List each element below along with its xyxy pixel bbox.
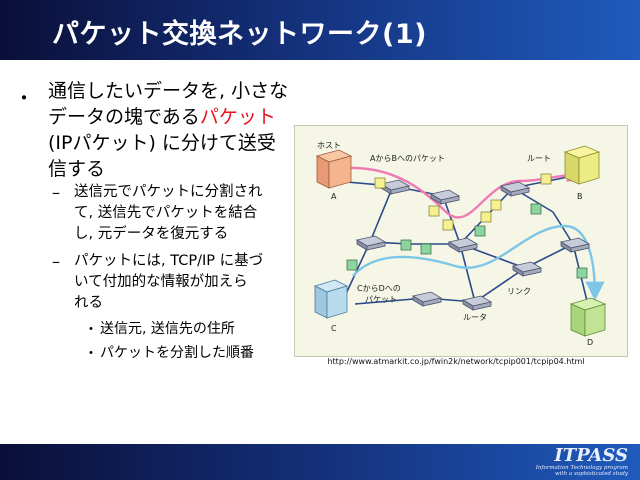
packet-icon <box>490 199 502 211</box>
packet-icon <box>346 259 358 271</box>
sub-item-2-line-1: パケットには, TCP/IP に基づ <box>74 253 264 269</box>
router-icon <box>461 295 493 311</box>
router-icon <box>499 181 531 197</box>
logo-sub-text-1: Information Technology program <box>535 465 628 471</box>
packet-icon <box>474 225 486 237</box>
routers <box>355 179 591 311</box>
c-to-d-label-2: パケット <box>365 295 397 304</box>
packets-a-to-b <box>374 173 552 231</box>
host-b-icon <box>563 145 601 185</box>
packets-c-to-d <box>346 203 588 279</box>
page-title: パケット交換ネットワーク(1) <box>52 19 427 50</box>
c-to-d-label-1: CからDへの <box>357 284 401 293</box>
title-bar: パケット交換ネットワーク(1) <box>0 0 640 60</box>
packet-icon <box>400 239 412 251</box>
sub-bullet-dash: – <box>52 252 60 271</box>
sub-bullet-dash: – <box>52 183 60 202</box>
host-label: ホスト <box>317 141 341 150</box>
source-url-caption: http://www.atmarkit.co.jp/fwin2k/network… <box>327 357 585 366</box>
network-diagram: ホスト AからBへのパケット ルート A B CからDへの パケット リンク ル… <box>294 125 628 357</box>
router-label: ルータ <box>463 313 487 322</box>
link-label: リンク <box>507 287 531 296</box>
itpass-logo: ITPASS Information Technology program wi… <box>535 445 628 478</box>
host-c-icon <box>313 279 349 319</box>
main-bullet-line-2: データの塊であるパケット <box>48 104 298 130</box>
packet-highlight: パケット <box>199 106 276 128</box>
router-icon <box>559 237 591 253</box>
router-icon <box>355 235 387 251</box>
packet-icon <box>540 173 552 185</box>
sub-item-1-line-2: て, 送信先でパケットを結合 <box>74 205 258 221</box>
router-icon <box>511 261 543 277</box>
node-a-label: A <box>331 192 337 201</box>
packet-icon <box>530 203 542 215</box>
node-d-label: D <box>587 338 594 347</box>
host-d-icon <box>569 297 607 337</box>
node-b-label: B <box>577 192 583 201</box>
main-bullet-line-2-text: データの塊である <box>48 106 200 128</box>
footer-bar: ITPASS Information Technology program wi… <box>0 444 640 480</box>
sub-item-2-line-2: いて付加的な情報が加えら <box>74 274 248 290</box>
packet-icon <box>480 211 492 223</box>
packet-icon <box>374 177 386 189</box>
network-diagram-svg <box>313 145 607 337</box>
sub-sub-bullet-dot: ・ <box>84 346 98 362</box>
sub-item-2-line-3: れる <box>74 295 103 311</box>
packet-icon <box>442 219 454 231</box>
route-label: ルート <box>527 154 551 163</box>
logo-sub-text-2: with a sophisticated study <box>554 471 628 477</box>
main-bullet-line-3: (IPパケット) に分けて送受 <box>48 132 276 154</box>
host-a-icon <box>315 149 353 189</box>
router-icon <box>429 189 461 205</box>
router-icon <box>411 291 443 307</box>
sub-item-1-line-1: 送信元でパケットに分割され <box>74 184 263 200</box>
sub-sub-item-2: パケットを分割した順番 <box>100 345 254 361</box>
main-bullet-text: 通信したいデータを, 小さな データの塊であるパケット (IPパケット) に分け… <box>48 78 298 182</box>
node-c-label: C <box>331 324 337 333</box>
packet-icon <box>420 243 432 255</box>
packet-icon <box>428 205 440 217</box>
sub-item-1-line-3: し, 元データを復元する <box>74 226 229 242</box>
main-bullet-line-4: 信する <box>48 158 106 180</box>
sub-sub-item-1: 送信元, 送信先の住所 <box>100 321 235 337</box>
sub-item-1: 送信元でパケットに分割され て, 送信先でパケットを結合 し, 元データを復元す… <box>74 182 296 245</box>
main-bullet-line-1: 通信したいデータを, 小さな <box>48 80 289 102</box>
sub-item-2: パケットには, TCP/IP に基づ いて付加的な情報が加えら れる <box>74 251 296 314</box>
a-to-b-label: AからBへのパケット <box>370 154 445 163</box>
router-icon <box>447 237 479 253</box>
sub-sub-bullet-dot: ・ <box>84 322 98 338</box>
bullet-dot: ・ <box>14 86 34 110</box>
packet-icon <box>576 267 588 279</box>
logo-main-text: ITPASS <box>554 445 628 466</box>
